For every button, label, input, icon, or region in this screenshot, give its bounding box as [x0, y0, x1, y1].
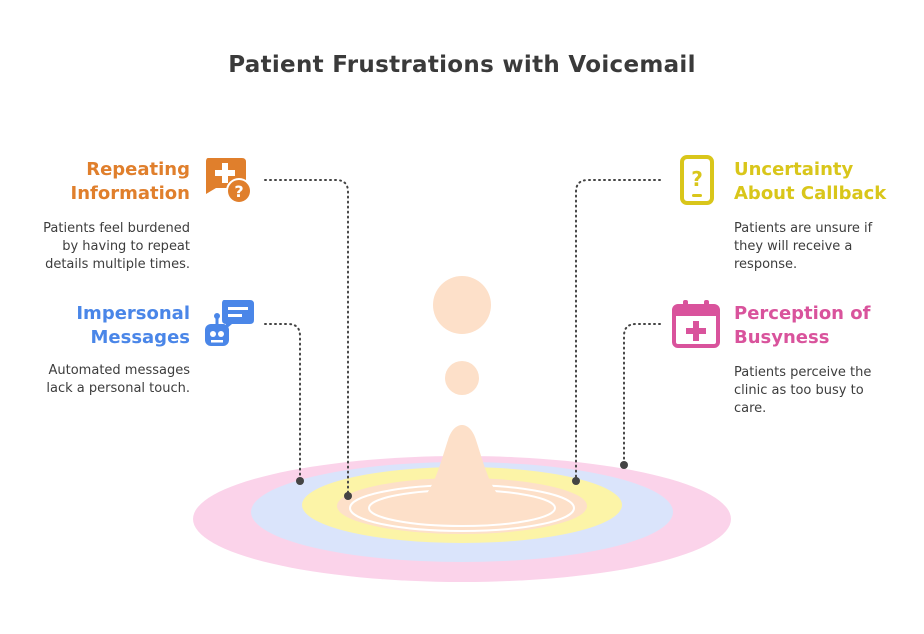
heading-perception-of-busyness: Perception of Busyness [734, 302, 920, 350]
heading-line: Information [70, 183, 190, 204]
desc-uncertainty-about-callback: Patients are unsure if they will receive… [734, 220, 920, 274]
connector-dot-uncertainty [572, 477, 580, 485]
heading-line: Perception of [734, 303, 871, 324]
connector-repeating [264, 179, 349, 497]
medical-calendar-icon [672, 300, 720, 348]
desc-line: response. [734, 257, 798, 272]
heading-line: Uncertainty [734, 159, 854, 180]
heading-line: Repeating [86, 159, 190, 180]
heading-line: About Callback [734, 183, 887, 204]
medical-question-bubble-icon: ? [206, 158, 252, 204]
water-drop-large [433, 276, 491, 334]
heading-repeating-information: Repeating Information [30, 158, 190, 206]
svg-text:?: ? [691, 167, 703, 191]
heading-line: Busyness [734, 327, 830, 348]
connector-busyness [623, 323, 661, 466]
desc-line: details multiple times. [45, 257, 190, 272]
robot-chat-icon [205, 300, 254, 346]
page-title: Patient Frustrations with Voicemail [228, 52, 696, 78]
desc-line: lack a personal touch. [46, 381, 190, 396]
heading-uncertainty-about-callback: Uncertainty About Callback [734, 158, 920, 206]
phone-question-icon: ? [680, 155, 714, 205]
connector-impersonal [264, 323, 301, 482]
heading-line: Impersonal [76, 303, 190, 324]
desc-line: they will receive a [734, 239, 853, 254]
heading-line: Messages [90, 327, 190, 348]
desc-line: by having to repeat [62, 239, 190, 254]
desc-line: Automated messages [48, 363, 191, 378]
desc-line: Patients feel burdened [43, 221, 190, 236]
water-drop-small [445, 361, 479, 395]
desc-line: care. [734, 401, 767, 416]
desc-impersonal-messages: Automated messages lack a personal touch… [10, 362, 190, 398]
desc-line: Patients are unsure if [734, 221, 873, 236]
desc-perception-of-busyness: Patients perceive the clinic as too busy… [734, 364, 920, 418]
water-splash-peak [397, 425, 527, 512]
heading-impersonal-messages: Impersonal Messages [30, 302, 190, 350]
desc-line: Patients perceive the [734, 365, 872, 380]
connector-dot-impersonal [296, 477, 304, 485]
svg-text:?: ? [234, 182, 243, 201]
desc-repeating-information: Patients feel burdened by having to repe… [10, 220, 190, 274]
connector-uncertainty [575, 179, 661, 482]
desc-line: clinic as too busy to [734, 383, 864, 398]
connector-dot-busyness [620, 461, 628, 469]
connector-dot-repeating [344, 492, 352, 500]
